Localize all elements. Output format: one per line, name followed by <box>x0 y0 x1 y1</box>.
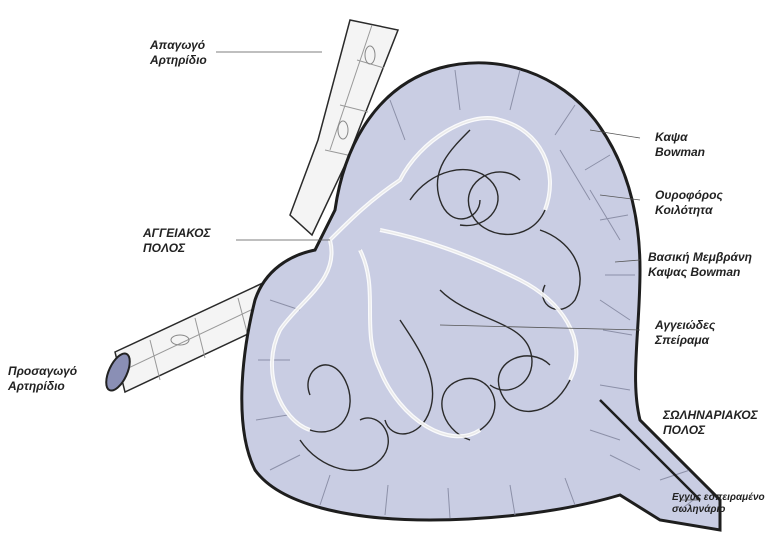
bowman-capsule <box>242 63 720 530</box>
